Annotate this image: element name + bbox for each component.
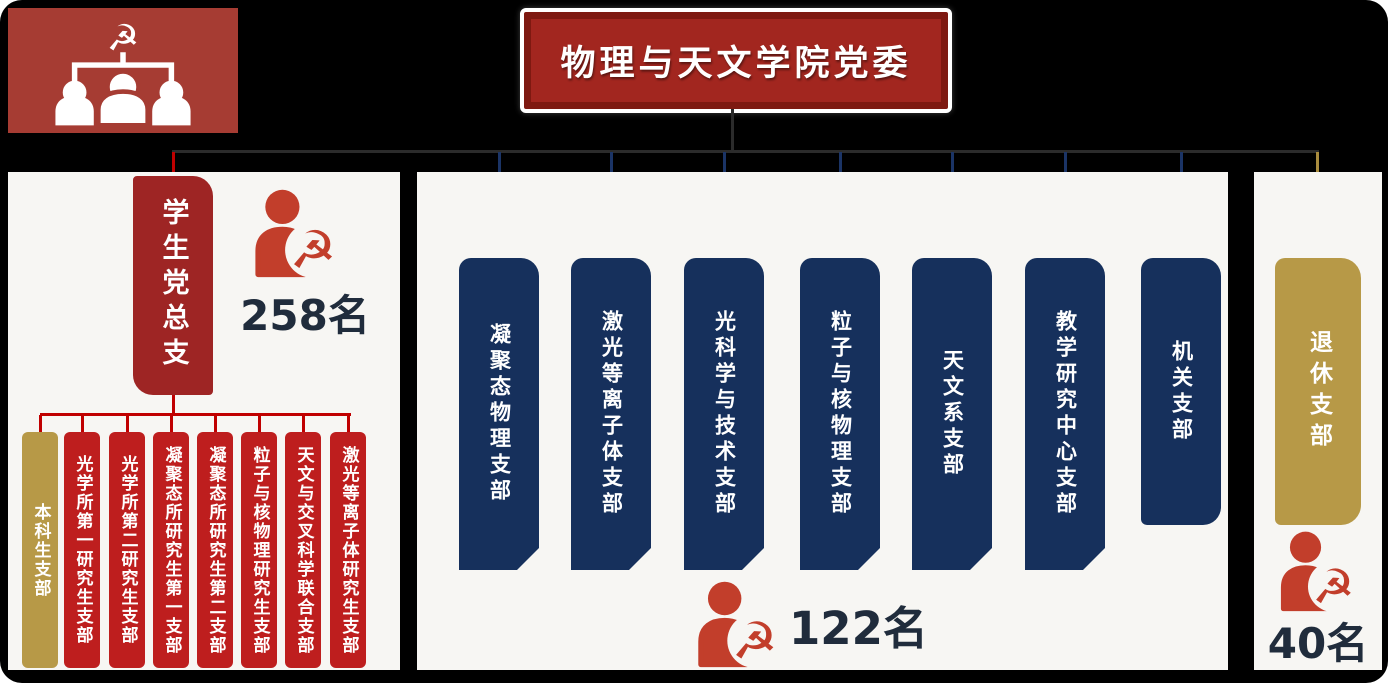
branch-label: 本科生支部 [30,502,51,598]
retired-member-count: 40名 [1267,619,1369,668]
party-org-people-icon: ☭ [55,16,191,128]
connector-title-stub [731,109,734,151]
branch-label: 激光等离子体支部 [599,310,624,518]
svg-text:☭: ☭ [1312,560,1355,612]
branch-label: 天文与交叉科学联合支部 [293,445,314,655]
branch-label: 教学研究中心支部 [1053,310,1078,518]
branch-box-condensed-matter: 凝聚态物理支部 [459,258,539,570]
branch-box-optics-grad-1: 光学所第一研究生支部 [64,432,100,668]
branch-box-condensed-grad-1: 凝聚态所研究生第一支部 [153,432,189,668]
connector-student-stub [172,395,175,415]
connector-student-drop [81,415,84,433]
branch-label: 机关支部 [1169,339,1194,444]
connector-student-horizontal [40,413,351,416]
branch-box-undergraduate: 本科生支部 [22,432,58,668]
branch-box-optics-grad-2: 光学所第二研究生支部 [109,432,145,668]
branch-label: 退休支部 [1305,329,1332,454]
committee-title-box: 物理与天文学院党委 [520,8,952,113]
branch-box-astronomy-dept: 天文系支部 [912,258,992,570]
connector-drop-student [172,152,175,178]
connector-student-drop [214,415,217,433]
connector-student-drop [258,415,261,433]
connector-student-drop [39,415,42,433]
branch-box-retired: 退休支部 [1275,258,1361,525]
connector-student-drop [170,415,173,433]
party-org-badge: ☭ [8,8,238,133]
committee-title: 物理与天文学院党委 [560,44,912,84]
branch-box-particle-grad: 粒子与核物理研究生支部 [241,432,277,668]
branch-box-optical-science: 光科学与技术支部 [684,258,764,570]
student-panel: 学生党总支 ☭ 258名 本科生支部 光学所第一研究生支部 光学所第二研究生支部… [8,172,400,670]
branch-box-administrative: 机关支部 [1141,258,1221,525]
branch-box-teaching-research: 教学研究中心支部 [1025,258,1105,570]
branch-label: 凝聚态物理支部 [487,323,512,505]
party-member-icon: ☭ [698,581,781,668]
branch-label: 粒子与核物理研究生支部 [249,445,270,655]
student-general-branch-label: 学生党总支 [157,198,189,373]
party-member-icon: ☭ [255,189,340,278]
student-general-branch-box: 学生党总支 [133,176,213,395]
branch-label: 凝聚态所研究生第二支部 [205,445,226,655]
connector-student-drop [347,415,350,433]
branch-label: 激光等离子体研究生支部 [338,445,359,655]
branch-label: 光科学与技术支部 [712,310,737,518]
connector-main-horizontal [172,150,1319,153]
branch-box-laser-plasma: 激光等离子体支部 [571,258,651,570]
faculty-panel: 凝聚态物理支部 激光等离子体支部 光科学与技术支部 粒子与核物理支部 天文系支部… [417,172,1228,670]
connector-student-drop [126,415,129,433]
branch-label: 光学所第一研究生支部 [72,455,93,645]
branch-box-condensed-grad-2: 凝聚态所研究生第二支部 [197,432,233,668]
svg-text:☭: ☭ [732,612,778,668]
branch-label: 粒子与核物理支部 [828,310,853,518]
svg-text:☭: ☭ [290,221,337,278]
party-member-icon: ☭ [1280,531,1358,612]
connector-student-drop [302,415,305,433]
branch-box-particle-nuclear: 粒子与核物理支部 [800,258,880,570]
branch-box-astronomy-joint: 天文与交叉科学联合支部 [285,432,321,668]
retired-panel: 退休支部 ☭ 40名 [1254,172,1382,670]
branch-box-laser-plasma-grad: 激光等离子体研究生支部 [330,432,366,668]
branch-label: 光学所第二研究生支部 [117,455,138,645]
faculty-member-count: 122名 [789,602,928,655]
branch-label: 凝聚态所研究生第一支部 [161,445,182,655]
student-member-count: 258名 [240,291,370,340]
branch-label: 天文系支部 [940,349,965,479]
